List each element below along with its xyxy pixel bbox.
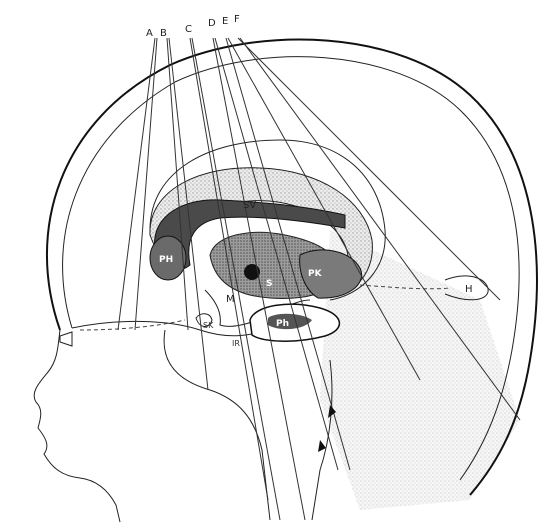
eye-icon [60, 332, 72, 346]
beam-ray-a2 [135, 38, 157, 330]
label-m: M [226, 294, 235, 305]
beam-label-e: E [222, 16, 228, 27]
neck-line [164, 330, 270, 520]
beam-label-b: B [160, 28, 167, 39]
label-ph-left: PH [159, 255, 173, 265]
label-sk: SK [203, 321, 214, 330]
beam-label-a: A [146, 28, 153, 39]
beam-label-d: D [208, 18, 216, 29]
label-h: H [465, 284, 473, 295]
label-sv: SV [243, 200, 256, 211]
label-cn: CN [200, 239, 214, 249]
face-profile [34, 330, 120, 522]
beam-label-f: F [234, 14, 240, 25]
label-ir: IR [232, 339, 240, 348]
label-ph-lower: Ph [276, 319, 289, 329]
label-pk: PK [308, 269, 323, 279]
label-s: S [266, 279, 272, 289]
beam-label-c: C [185, 24, 192, 35]
beam-ray-a [118, 38, 155, 330]
spine-marker-lower [318, 440, 326, 452]
